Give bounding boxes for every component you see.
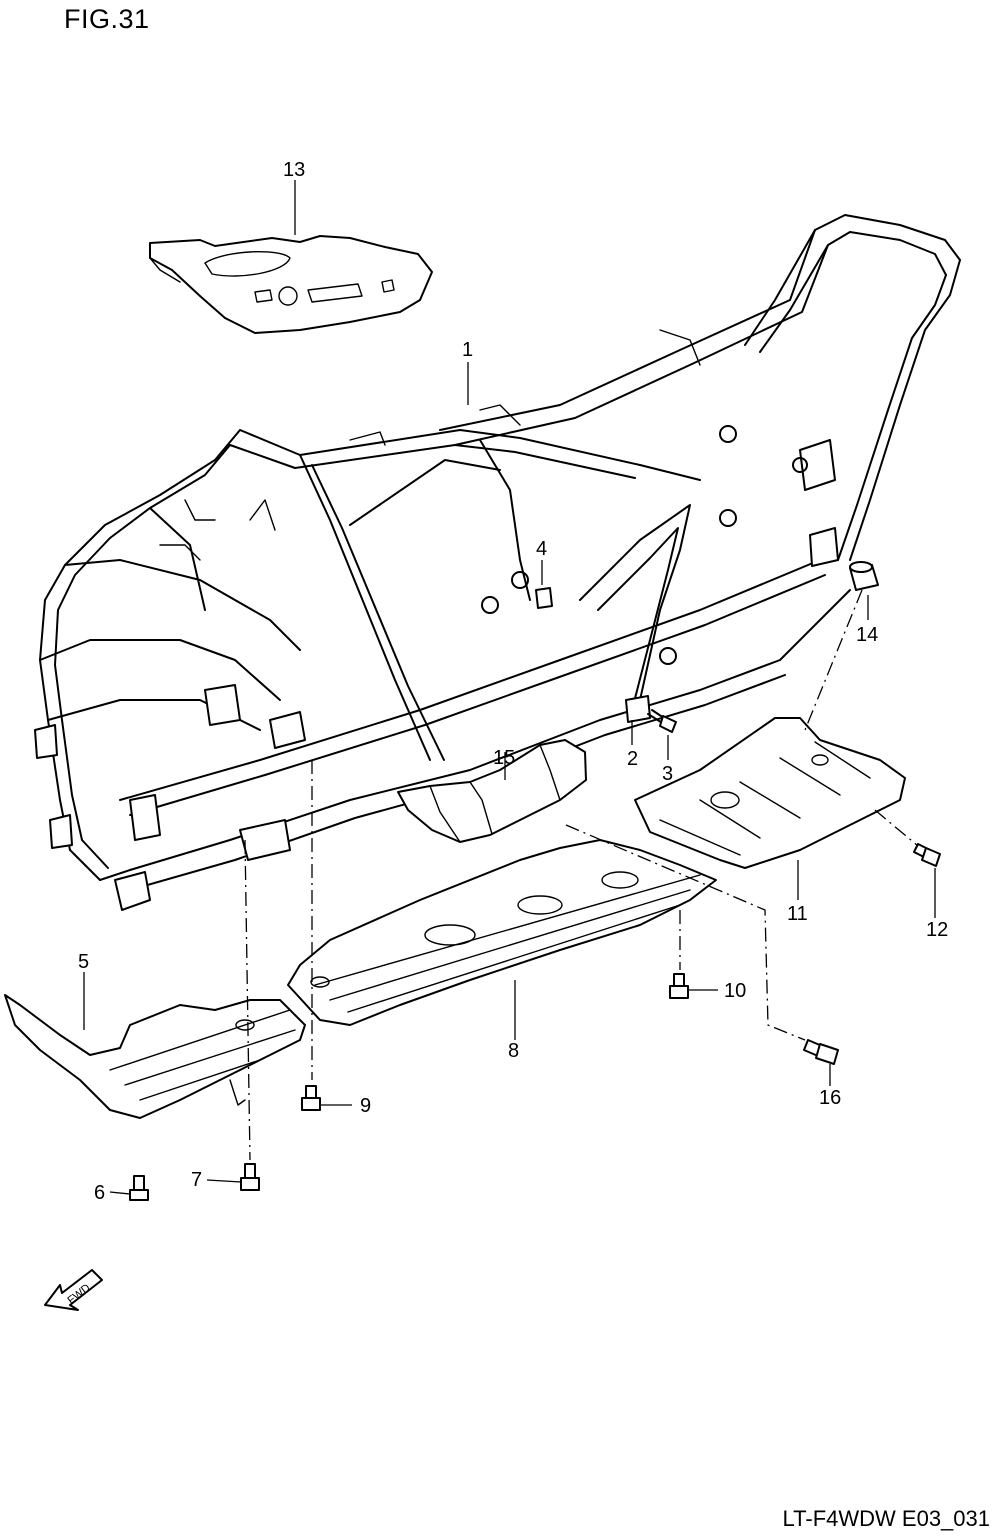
part-label: 2 [627,748,638,770]
part-label: 14 [856,624,878,646]
part-label: 13 [283,159,305,181]
part-5-front-skid-plate [4,994,306,1119]
part-12-bolt [913,843,941,867]
part-16-bolt [803,1039,839,1065]
figure-title: FIG.31 [64,4,150,34]
part-10-bolt [669,973,689,999]
fwd-arrow-icon: FWD [44,1269,103,1311]
part-label: 4 [536,538,547,560]
part-label: 15 [493,747,515,769]
alignment-lines [244,589,919,1161]
part-9-bolt [301,1085,321,1111]
part-7-bolt [240,1163,260,1191]
part-label: 1 [462,339,473,361]
part-label: 7 [191,1169,202,1191]
part-8-skid-plate [287,839,717,1026]
part-label: 5 [78,951,89,973]
part-label: 9 [360,1095,371,1117]
part-4-nut [535,587,553,609]
part-label: 10 [724,980,746,1002]
part-label: 12 [926,919,948,941]
part-14-bushing [849,561,879,591]
part-label: 3 [662,763,673,785]
part-3-bolt [647,709,677,733]
part-label: 16 [819,1087,841,1109]
part-label: 8 [508,1040,519,1062]
leader-lines [83,180,936,1195]
part-15-cover [397,739,587,843]
part-13-guard-plate [149,235,433,334]
part-6-bolt [129,1175,149,1201]
part-label: 11 [787,903,808,925]
drawing-code: LT-F4WDW E03_031 [782,1506,990,1531]
part-11-footrest-plate [634,717,906,869]
part-label: 6 [94,1182,105,1204]
part-labels: 13 1 4 14 15 2 3 11 12 5 10 8 16 9 7 6 [78,159,948,1204]
